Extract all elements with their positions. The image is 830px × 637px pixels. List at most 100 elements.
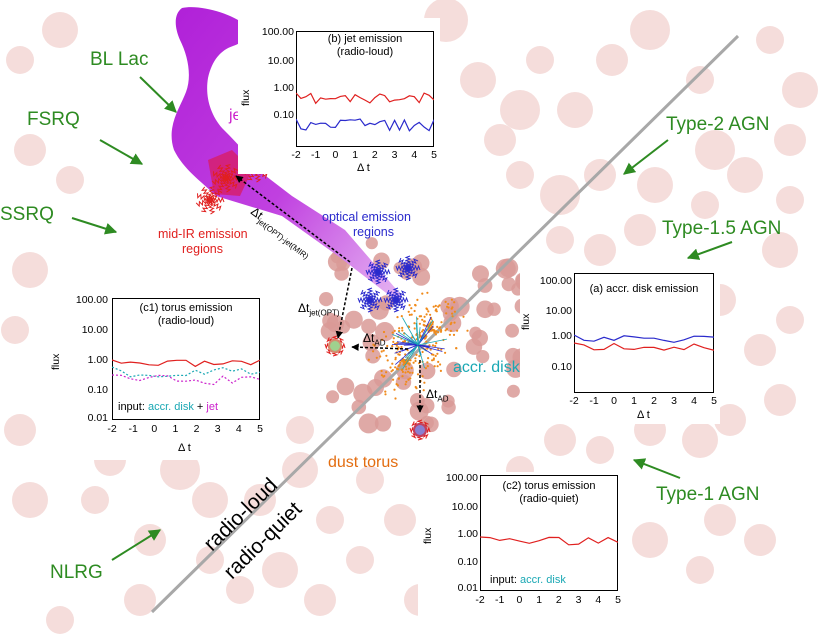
dust-particle: [425, 340, 428, 343]
torus-cloud: [42, 12, 78, 48]
dust-particle: [433, 331, 436, 334]
panel-c2-ytick: 1.00: [457, 528, 478, 540]
dust-particle: [423, 320, 426, 323]
label-mir-regions-2: regions: [182, 242, 223, 256]
dust-particle: [386, 344, 389, 348]
panel-c1-xtick: 2: [193, 423, 200, 435]
panel-c1-ytick: 0.01: [87, 412, 108, 424]
panel-b-ytick: 0.10: [273, 109, 294, 121]
panel-b-ytick: 10.00: [267, 55, 294, 67]
fsrq-arrow: [99, 139, 144, 165]
dust-particle: [404, 371, 407, 374]
dust-particle: [427, 310, 430, 313]
dust-particle: [421, 350, 424, 354]
panel-c1-xtick: 3: [214, 423, 221, 435]
panel-c1-frame: [112, 298, 260, 420]
label-dust-torus: dust torus: [328, 454, 399, 471]
dust-particle: [435, 310, 438, 313]
torus-cloud: [134, 524, 166, 556]
torus-cloud: [365, 237, 378, 250]
torus-cloud: [6, 46, 34, 74]
label-bl-lac: BL Lac: [90, 49, 149, 70]
torus-cloud: [322, 312, 339, 329]
disk-ray: [417, 344, 433, 355]
panel-c2-input-note: input: accr. disk: [490, 574, 566, 586]
panel-b-xtick: 4: [411, 149, 418, 161]
dust-particle: [432, 305, 435, 308]
disk-ray: [417, 316, 432, 346]
dust-particle: [375, 356, 378, 359]
panel-b-series-blue: [296, 118, 434, 132]
panel-b-ylabel: flux: [240, 89, 252, 106]
optical-emission-wiggle: [406, 266, 418, 279]
torus-cloud: [506, 384, 520, 398]
mir-emission-wiggle: [225, 167, 239, 180]
panel-a-series-blue: [574, 334, 714, 343]
torus-cloud: [764, 384, 796, 416]
panel-c2-xtick: 5: [615, 594, 621, 606]
dust-particle: [396, 384, 399, 387]
torus-cloud: [495, 258, 516, 279]
panel-c2-xtick: 4: [595, 594, 602, 606]
dust-particle: [413, 327, 416, 330]
disk-ray: [417, 319, 434, 346]
dust-particle: [412, 361, 415, 364]
panel-c2-title: (c2) torus emission(radio-quiet): [502, 480, 596, 505]
panel-c2-xtick: 0: [516, 594, 523, 606]
disk-ray: [417, 344, 425, 369]
panel-b-xtick: -1: [311, 149, 321, 161]
torus-cloud: [346, 546, 374, 574]
panel-c1-xtick: 4: [235, 423, 242, 435]
torus-cloud: [630, 10, 670, 50]
dust-particle: [396, 367, 399, 370]
dust-particle: [384, 390, 387, 393]
dust-particle: [451, 315, 454, 318]
dust-particle: [427, 357, 430, 360]
torus-cloud: [776, 186, 804, 214]
panel-c2-frame: [480, 475, 618, 591]
dust-particle: [414, 359, 417, 363]
panel-a-xlabel: Δ t: [637, 409, 650, 421]
panel-b-jet-emission: (b) jet emission(radio-loud) 100.00 10.0…: [238, 18, 440, 174]
dust-particle: [392, 340, 395, 343]
panel-c2-ytick: 0.10: [457, 556, 478, 568]
lag-arrow-jet-mir: [235, 175, 351, 263]
dust-particle: [391, 362, 394, 365]
torus-cloud: [395, 374, 412, 390]
optical-emission-wiggle: [360, 289, 372, 302]
panel-b-ytick: 1.00: [273, 82, 294, 94]
dust-particle: [418, 322, 421, 325]
panel-a-xtick: 3: [671, 395, 677, 407]
torus-spot-radio-loud: [328, 339, 342, 353]
panel-a-plot: [574, 334, 714, 351]
panel-a-xtick: -2: [569, 395, 579, 407]
torus-cloud: [326, 390, 340, 404]
panel-c1-input-note: input: accr. disk + jet: [118, 401, 219, 413]
dust-particle: [421, 318, 424, 321]
dust-particle: [438, 304, 441, 307]
torus-cloud: [500, 90, 540, 130]
dust-particle: [439, 326, 442, 329]
panel-b-xtick: 1: [352, 149, 359, 161]
torus-cloud: [624, 214, 656, 246]
dust-particle: [399, 361, 402, 364]
torus-spot-radio-quiet: [413, 423, 427, 437]
dust-particle: [433, 365, 436, 368]
dust-particle: [422, 328, 425, 332]
torus-cloud: [727, 157, 763, 193]
dust-particle: [421, 375, 424, 378]
dust-particle: [447, 302, 450, 306]
lag-arrow-ad-left: [351, 343, 409, 351]
dust-particle: [451, 306, 454, 309]
optical-emission-wiggle: [406, 258, 419, 270]
dust-particle: [426, 365, 429, 368]
radio-divider-line: [150, 34, 740, 614]
torus-cloud: [540, 175, 580, 215]
dust-particle: [422, 389, 425, 392]
dust-particle: [389, 366, 392, 369]
torus-cloud: [336, 377, 355, 396]
torus-cloud: [487, 302, 501, 316]
dust-particle: [416, 373, 420, 376]
dust-particle: [410, 366, 413, 370]
